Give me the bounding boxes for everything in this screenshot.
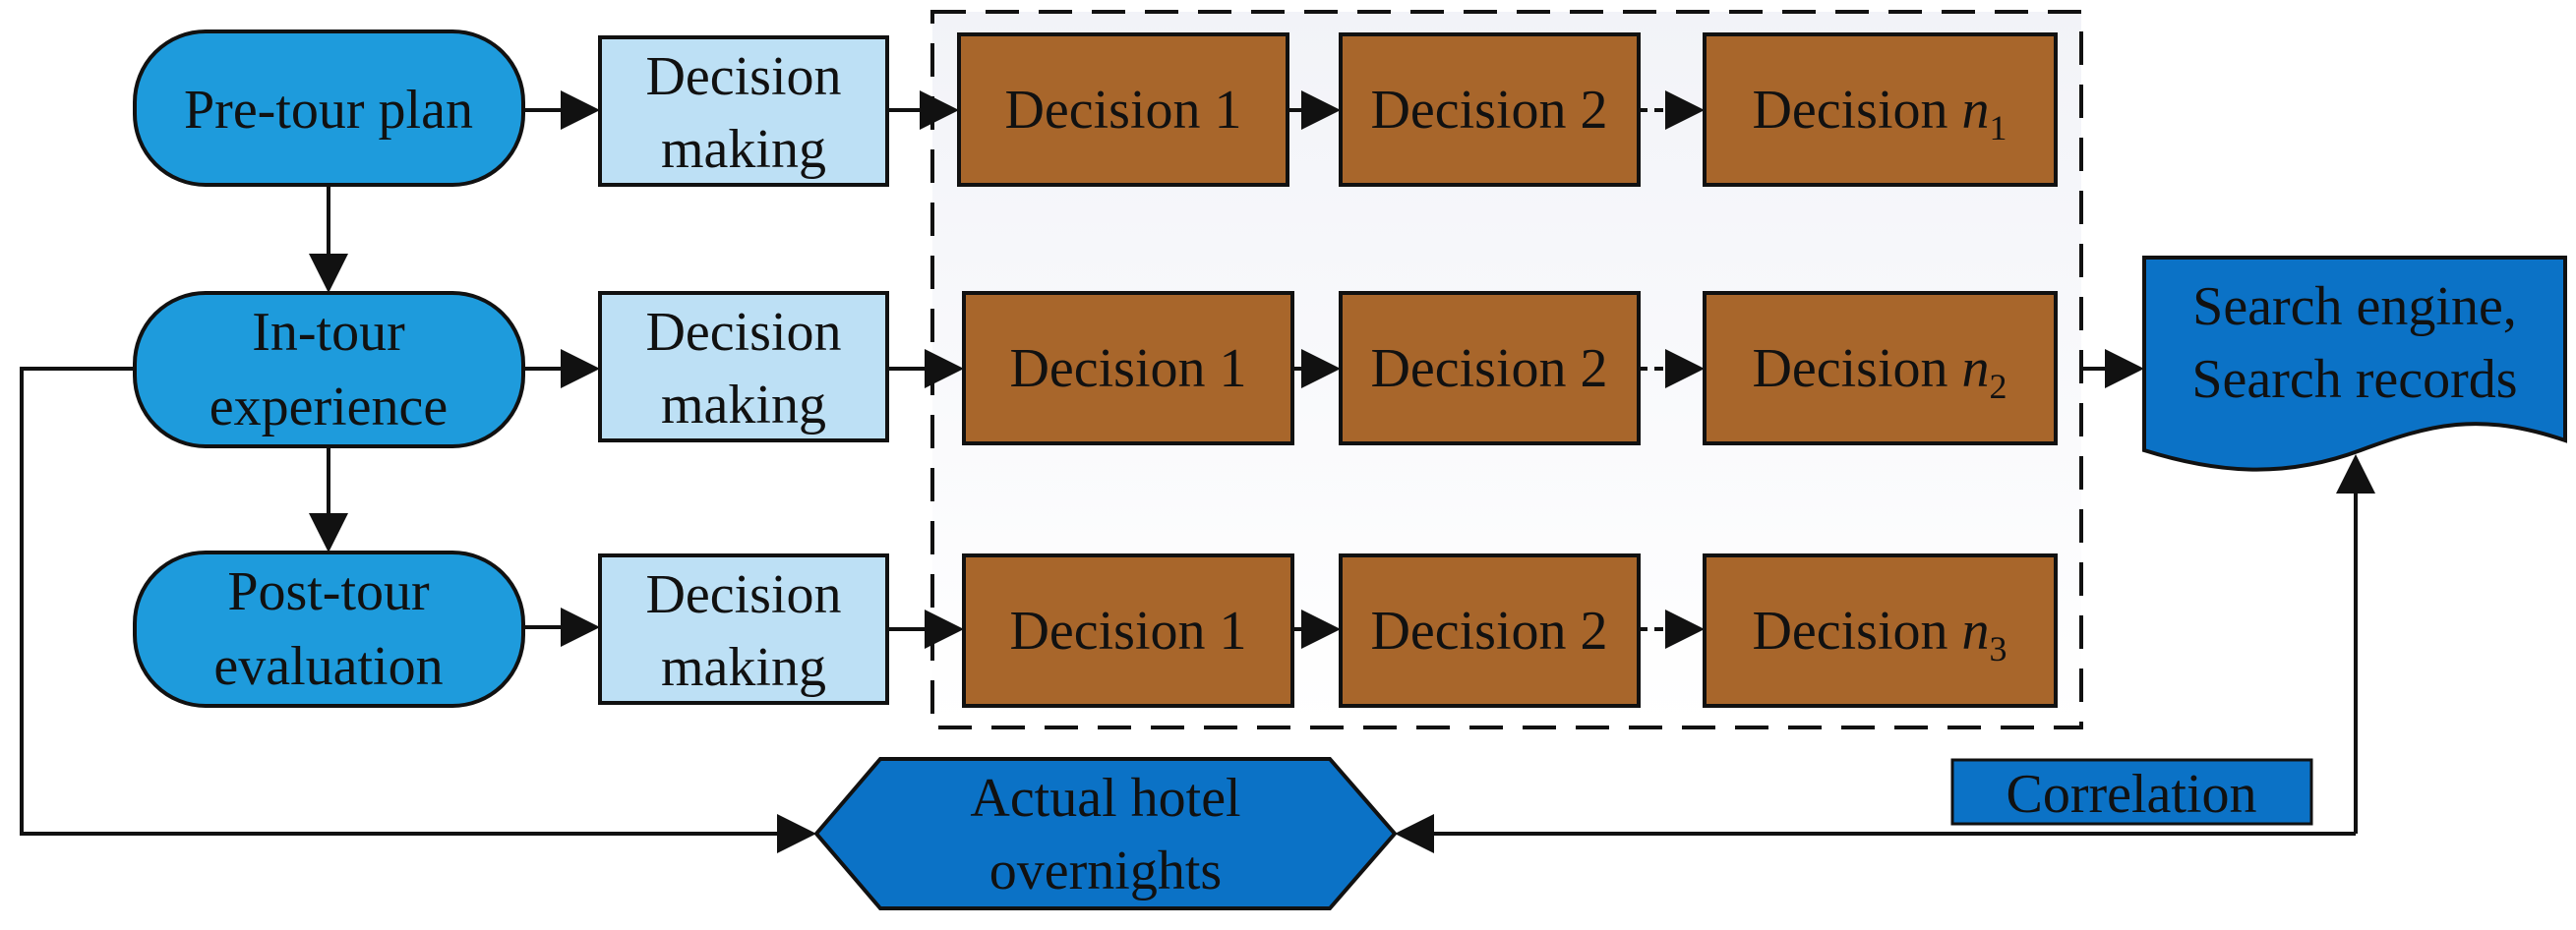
decision-n1-box	[1703, 32, 2058, 187]
decision-1-label: Decision 1	[1004, 80, 1241, 141]
stage-label: Pre-tour plan	[184, 80, 473, 141]
decision-making-label-line2: making	[661, 119, 826, 180]
search-label-line1: Search engine,	[2192, 276, 2517, 337]
decision-1-box	[962, 291, 1294, 445]
decision-2-label: Decision 2	[1370, 601, 1607, 662]
decision-n2-label: Decision n2	[1752, 338, 2007, 406]
actual-label-line1: Actual hotel	[970, 768, 1240, 829]
decision-making-label-line2: making	[661, 637, 826, 698]
decision-2-box	[1339, 291, 1641, 445]
stage-label-line2: experience	[210, 377, 448, 437]
correlation-text: Correlation	[2006, 764, 2256, 825]
actual-hotel-overnights: Actual hotel overnights	[813, 757, 1398, 910]
decision-n3-label: Decision n3	[1752, 601, 2007, 668]
decision-2-box	[1339, 553, 1641, 708]
decision-row-1: Decision 1 Decision 2 Decision n1	[957, 32, 2058, 187]
stage-label-line1: In-tour	[252, 302, 405, 363]
actual-label-line2: overnights	[989, 841, 1222, 901]
decision-n1-label: Decision n1	[1752, 80, 2007, 147]
decision-2-label: Decision 2	[1370, 338, 1607, 399]
decision-row-2: Decision 1 Decision 2 Decision n2	[962, 291, 2058, 445]
decision-making-box-2: Decision making	[598, 291, 889, 442]
decision-n3-box	[1703, 553, 2058, 708]
decision-n2-box	[1703, 291, 2058, 445]
decision-1-label: Decision 1	[1009, 601, 1246, 662]
correlation-label: Correlation	[1950, 758, 2313, 826]
decision-1-label: Decision 1	[1009, 338, 1246, 399]
decision-making-box-3: Decision making	[598, 553, 889, 705]
decision-making-label-line1: Decision	[645, 564, 841, 625]
decision-making-label-line1: Decision	[645, 302, 841, 363]
decision-making-label-line2: making	[661, 375, 826, 436]
search-engine-document: Search engine, Search records	[2142, 256, 2567, 472]
decision-row-3: Decision 1 Decision 2 Decision n3	[962, 553, 2058, 708]
decision-making-box-1: Decision making	[598, 35, 889, 187]
stage-pre-tour-plan: Pre-tour plan	[133, 29, 525, 187]
stage-label-line2: evaluation	[213, 636, 443, 697]
stage-in-tour-experience: In-tour experience	[133, 291, 525, 448]
decision-1-box	[957, 32, 1289, 187]
stage-label-line1: Post-tour	[227, 561, 430, 622]
search-label-line2: Search records	[2191, 349, 2517, 410]
decision-1-box	[962, 553, 1294, 708]
connectors	[20, 90, 2375, 853]
decision-making-label-line1: Decision	[645, 46, 841, 107]
decision-2-label: Decision 2	[1370, 80, 1607, 141]
stage-post-tour-evaluation: Post-tour evaluation	[133, 551, 525, 708]
arrow	[20, 367, 816, 853]
